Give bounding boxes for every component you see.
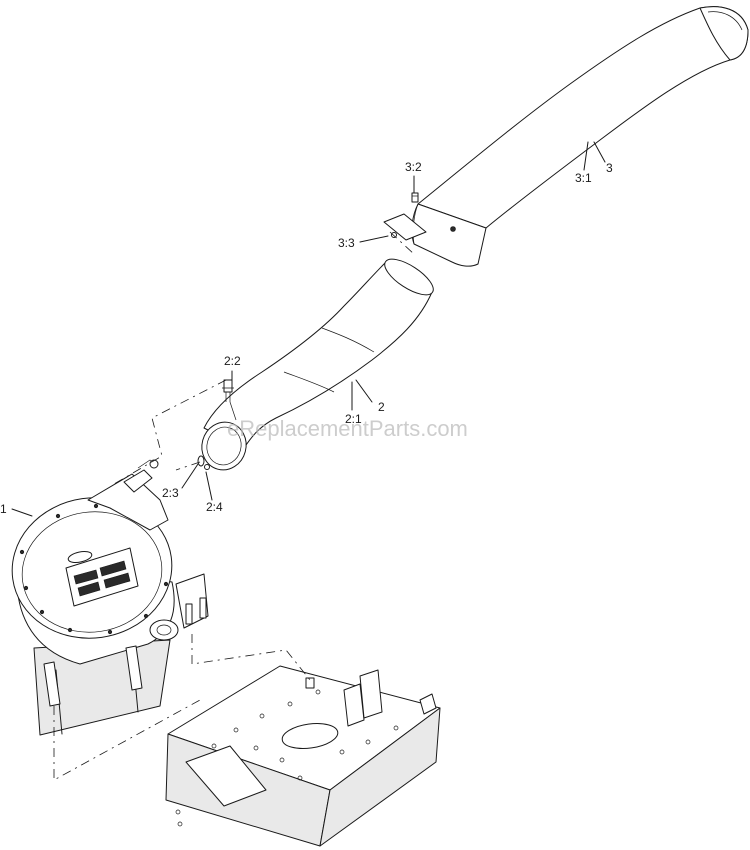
lower-discharge-tube xyxy=(201,258,434,471)
mounting-plate xyxy=(165,665,441,847)
callout-2-1: 2:1 xyxy=(345,412,362,426)
callout-2-2: 2:2 xyxy=(224,354,241,368)
leader-lines xyxy=(11,141,606,517)
callout-3: 3 xyxy=(606,161,613,175)
callout-labels: 1 2 2:1 2:2 2:3 2:4 3 3:1 3:2 3:3 xyxy=(0,160,613,516)
blower-housing xyxy=(11,459,209,736)
callout-2: 2 xyxy=(378,400,385,414)
callout-3-1: 3:1 xyxy=(575,171,592,185)
plate-holes xyxy=(175,689,399,827)
upper-discharge-chute xyxy=(411,6,749,267)
chute-clamp-3-3 xyxy=(383,213,427,241)
chute-bolt-3-2 xyxy=(411,192,419,203)
callout-3-3: 3:3 xyxy=(338,236,355,250)
callout-3-2: 3:2 xyxy=(405,160,422,174)
tube-nut-2-4 xyxy=(204,464,210,470)
tube-bolt-2-3 xyxy=(197,455,205,467)
tube-latch-2-2 xyxy=(222,379,237,421)
callout-1: 1 xyxy=(0,502,7,516)
assembly-lines xyxy=(53,231,415,781)
warning-decal xyxy=(65,547,139,607)
callout-2-3: 2:3 xyxy=(162,486,179,500)
callout-2-4: 2:4 xyxy=(206,500,223,514)
watermark: eReplacementParts.com xyxy=(227,416,468,441)
